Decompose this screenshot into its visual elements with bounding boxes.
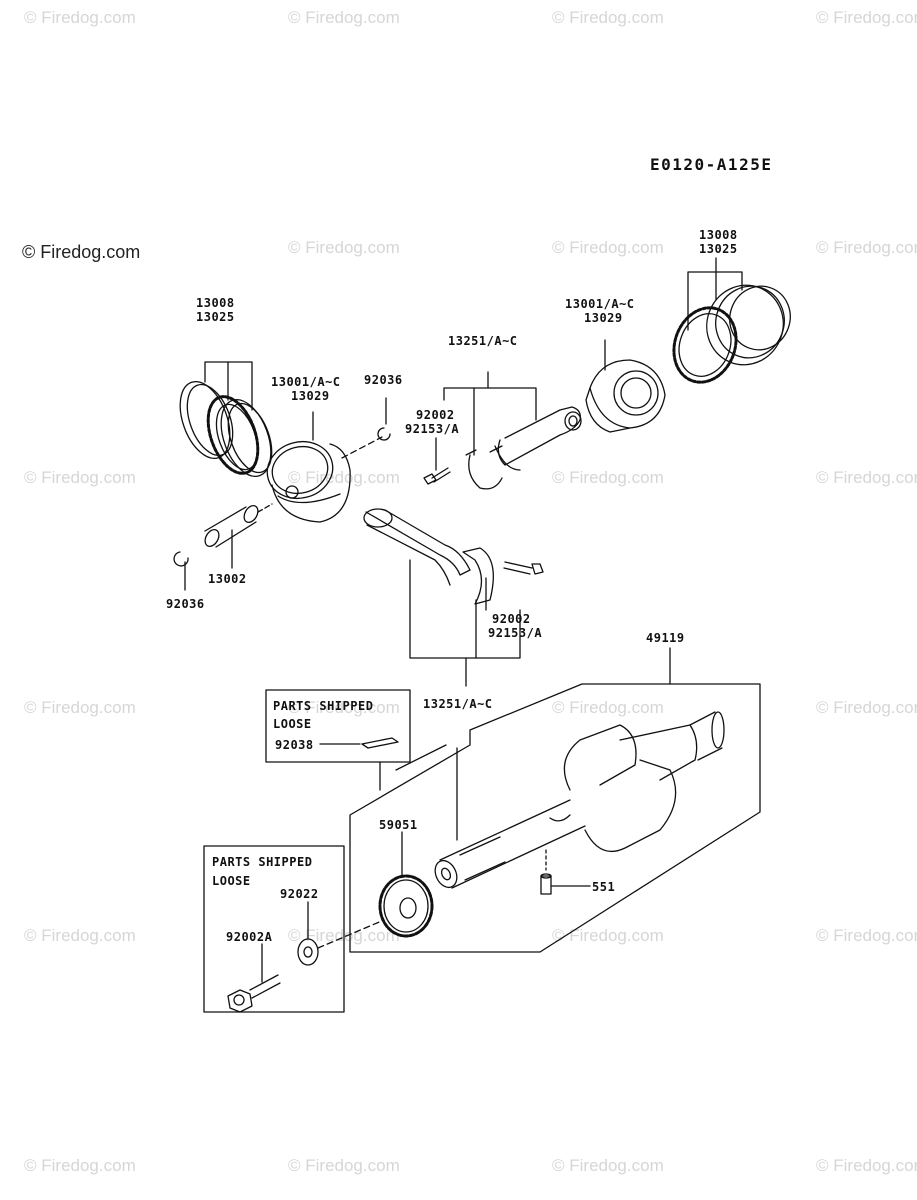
watermark: © Firedog.com bbox=[552, 8, 664, 27]
label-92022: 92022 bbox=[280, 887, 319, 901]
watermark: © Firedog.com bbox=[24, 926, 136, 945]
loose-box-top-line1: PARTS SHIPPED bbox=[273, 699, 374, 713]
label-92038: 92038 bbox=[275, 738, 314, 752]
piston-pin bbox=[204, 504, 259, 548]
piston-left bbox=[266, 440, 351, 523]
label-92002-bottom: 92002 bbox=[492, 612, 531, 626]
watermark: © Firedog.com bbox=[816, 238, 917, 257]
watermark: © Firedog.com bbox=[288, 238, 400, 257]
piston-rings-left bbox=[179, 381, 273, 477]
watermark: © Firedog.com bbox=[816, 698, 917, 717]
label-92036-bottom: 92036 bbox=[166, 597, 205, 611]
washer bbox=[297, 938, 319, 966]
label-551: 551 bbox=[592, 880, 616, 894]
label-13025-left: 13025 bbox=[196, 310, 235, 324]
label-13029-left: 13029 bbox=[291, 389, 330, 403]
label-92153-bottom: 92153/A bbox=[488, 626, 543, 640]
label-49119: 49119 bbox=[646, 631, 685, 645]
label-13029-right: 13029 bbox=[584, 311, 623, 325]
key bbox=[361, 737, 399, 749]
watermark: © Firedog.com bbox=[552, 698, 664, 717]
clip-bottom bbox=[173, 551, 189, 567]
label-13251-bottom: 13251/A~C bbox=[423, 697, 493, 711]
watermark: © Firedog.com bbox=[552, 1156, 664, 1175]
rod-bolt-top bbox=[423, 467, 451, 485]
loose-box-top-line2: LOOSE bbox=[273, 717, 312, 731]
label-13008-left: 13008 bbox=[196, 296, 235, 310]
watermark: © Firedog.com bbox=[24, 1156, 136, 1175]
label-13002: 13002 bbox=[208, 572, 247, 586]
watermark: © Firedog.com bbox=[816, 8, 917, 27]
watermark: © Firedog.com bbox=[552, 238, 664, 257]
connecting-rod-top bbox=[465, 406, 582, 490]
watermark: © Firedog.com bbox=[24, 468, 136, 487]
gear-bolt bbox=[227, 974, 281, 1013]
connecting-rod-bottom bbox=[363, 508, 494, 605]
watermark: © Firedog.com bbox=[552, 468, 664, 487]
loose-box-bottom-line1: PARTS SHIPPED bbox=[212, 855, 313, 869]
watermark: © Firedog.com bbox=[24, 698, 136, 717]
dowel bbox=[540, 873, 552, 895]
watermark: © Firedog.com bbox=[552, 926, 664, 945]
crank-gear bbox=[378, 874, 434, 938]
label-92036-top: 92036 bbox=[364, 373, 403, 387]
label-13025-right: 13025 bbox=[699, 242, 738, 256]
label-92153-top: 92153/A bbox=[405, 422, 460, 436]
piston-rings-right bbox=[672, 284, 791, 384]
watermark-main: © Firedog.com bbox=[22, 242, 141, 262]
watermark: © Firedog.com bbox=[24, 8, 136, 27]
watermark: © Firedog.com bbox=[816, 926, 917, 945]
crankshaft bbox=[434, 711, 725, 889]
diagram-code: E0120-A125E bbox=[650, 155, 773, 174]
watermark: © Firedog.com bbox=[816, 1156, 917, 1175]
label-13001-left: 13001/A~C bbox=[271, 375, 341, 389]
label-59051: 59051 bbox=[379, 818, 418, 832]
rod-bolt-bottom bbox=[503, 561, 544, 575]
watermark: © Firedog.com bbox=[288, 8, 400, 27]
label-13001-right: 13001/A~C bbox=[565, 297, 635, 311]
label-13251-top: 13251/A~C bbox=[448, 334, 518, 348]
label-92002-top: 92002 bbox=[416, 408, 455, 422]
loose-box-bottom-line2: LOOSE bbox=[212, 874, 251, 888]
watermark: © Firedog.com bbox=[288, 1156, 400, 1175]
watermark: © Firedog.com bbox=[288, 698, 400, 717]
watermark: © Firedog.com bbox=[288, 468, 400, 487]
watermark: © Firedog.com bbox=[816, 468, 917, 487]
label-92002A: 92002A bbox=[226, 930, 273, 944]
piston-right bbox=[585, 359, 666, 433]
label-13008-right: 13008 bbox=[699, 228, 738, 242]
